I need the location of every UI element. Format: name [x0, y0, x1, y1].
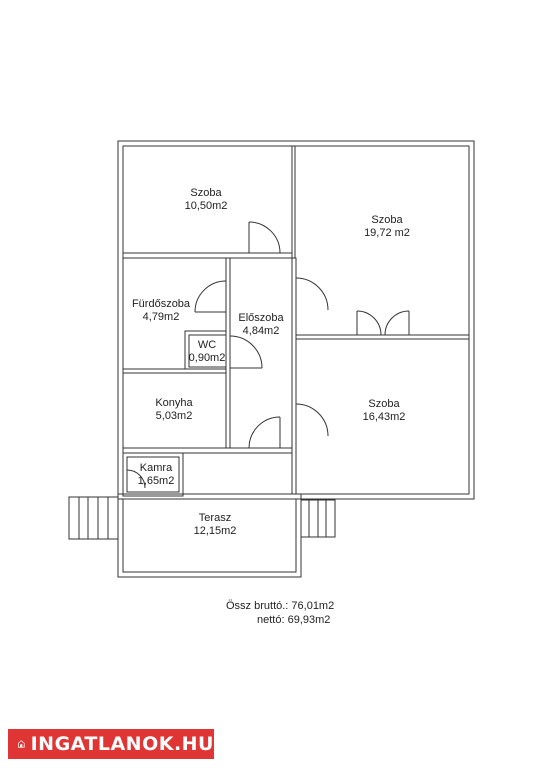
room-area: 12,15m2 [193, 525, 237, 537]
room-label-kamra: Kamra 1,65m2 [138, 462, 175, 488]
room-name: Terasz [198, 512, 232, 524]
room-area: 19,72 m2 [364, 227, 410, 239]
kamra-wall-inner [126, 456, 180, 493]
net-area-total: nettó: 69,93m2 [257, 614, 331, 626]
wall-vertical-top [291, 145, 296, 259]
room-label-eloszoba: Előszoba 4,84m2 [238, 312, 283, 338]
room-name: Kamra [139, 462, 173, 474]
logo-text: INGATLANOK.HU [30, 733, 214, 755]
room-name: Konyha [155, 397, 193, 409]
room-area: 1,65m2 [137, 475, 175, 487]
wall-vertical-corridor-right [291, 257, 297, 495]
room-name: Szoba [190, 187, 222, 199]
room-name: Szoba [371, 214, 403, 226]
room-area: 10,50m2 [184, 200, 228, 212]
door-swing [295, 277, 329, 311]
door-swing [248, 221, 281, 254]
wall-horizontal-1 [122, 252, 293, 259]
room-label-szoba-top-right: Szoba 19,72 m2 [364, 214, 410, 240]
room-label-szoba-bottom-right: Szoba 16,43m2 [363, 398, 406, 424]
room-name: Fürdőszoba [131, 298, 191, 310]
door-swing [295, 403, 329, 437]
room-label-szoba-top-left: Szoba 10,50m2 [185, 187, 228, 213]
gross-area-total: Össz bruttó.: 76,01m2 [226, 600, 335, 612]
room-area: 4,79m2 [142, 311, 180, 323]
door-swing [384, 310, 410, 336]
room-label-wc: WC 0,90m2 [189, 339, 226, 365]
area-totals: Össz bruttó.: 76,01m2 nettó: 69,93m2 [226, 599, 334, 627]
ingatlanok-logo[interactable]: INGATLANOK.HU [8, 729, 214, 759]
room-name: Szoba [368, 398, 400, 410]
wall-horizontal-4 [122, 447, 293, 454]
room-area: 0,90m2 [188, 352, 226, 364]
room-area: 16,43m2 [362, 411, 406, 423]
wc-wall-inner [188, 334, 227, 368]
wall-horizontal-3 [122, 368, 227, 374]
door-swing [248, 416, 281, 449]
room-label-konyha: Konyha 5,03m2 [155, 397, 192, 423]
door-swing [229, 335, 263, 369]
room-name: WC [197, 339, 217, 351]
room-label-terasz: Terasz 12,15m2 [194, 512, 237, 538]
room-label-furdoszoba: Fürdőszoba 4,79m2 [132, 298, 190, 324]
door-swing [126, 469, 146, 489]
room-name: Előszoba [238, 312, 284, 324]
wall-horizontal-2 [291, 334, 470, 340]
house-icon [18, 740, 25, 748]
wall-vertical-corridor-left [225, 257, 231, 451]
door-swing [356, 310, 382, 336]
room-area: 4,84m2 [242, 325, 280, 337]
kamra-wall [122, 452, 184, 497]
door-swing [194, 280, 227, 313]
stairs-left [68, 496, 119, 540]
room-area: 5,03m2 [155, 410, 193, 422]
stairs-right [300, 499, 336, 538]
terrace-outline-inner [122, 498, 297, 573]
